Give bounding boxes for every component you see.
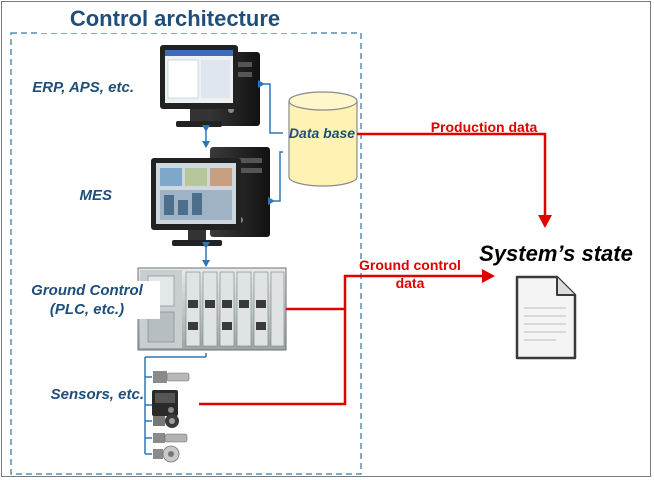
plc-rack-icon bbox=[137, 267, 287, 351]
sensor-icon bbox=[153, 433, 188, 443]
sensor-icon bbox=[153, 371, 190, 383]
desktop-computer-icon bbox=[151, 147, 270, 246]
layer-label-mes: MES bbox=[79, 187, 112, 204]
mes-database-connector bbox=[268, 151, 283, 205]
desktop-computer-icon bbox=[160, 45, 260, 127]
database-label: Data base bbox=[288, 125, 356, 141]
database-icon bbox=[288, 91, 358, 187]
ground-control-data-label: Ground control data bbox=[359, 257, 461, 291]
production-data-flow bbox=[357, 132, 552, 228]
sensor-data-flow bbox=[199, 309, 347, 406]
architecture-boundary bbox=[10, 32, 362, 475]
document-icon bbox=[515, 275, 577, 360]
sensor-icon bbox=[152, 390, 178, 416]
diagram-title: Control architecture bbox=[40, 5, 310, 33]
layer-label-erp: ERP, APS, etc. bbox=[32, 79, 134, 96]
production-data-label: Production data bbox=[430, 119, 538, 135]
erp-database-connector bbox=[258, 80, 283, 134]
sensor-icon bbox=[153, 445, 180, 463]
layer-label-ground-control: Ground Control (PLC, etc.) bbox=[14, 281, 160, 319]
sensor-bus-connector bbox=[144, 353, 207, 455]
sensor-icon bbox=[153, 414, 179, 428]
ground-control-flow bbox=[286, 269, 495, 311]
layer-label-sensors: Sensors, etc. bbox=[50, 386, 144, 403]
system-state-title: System’s state bbox=[479, 241, 633, 266]
